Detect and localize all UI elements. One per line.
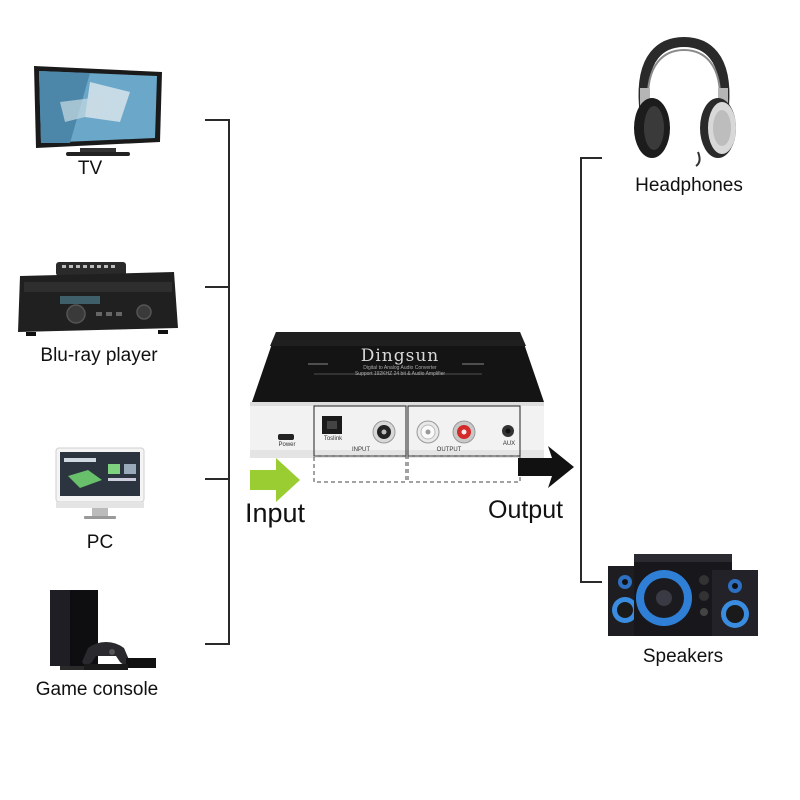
tv-icon	[34, 66, 162, 156]
source-label-console: Game console	[35, 679, 159, 700]
bluray-player-icon	[18, 262, 178, 336]
source-label-tv: TV	[77, 158, 103, 179]
output-bracket-tick-speakers	[580, 581, 602, 583]
output-arrow-icon	[518, 446, 574, 488]
source-bracket-tick-console	[205, 643, 229, 645]
device-port-power-label: Power	[278, 442, 296, 448]
output-label-speakers: Speakers	[642, 646, 724, 667]
source-bracket-tick-bluray	[205, 286, 229, 288]
speakers-icon	[608, 554, 758, 636]
pc-monitor-icon	[55, 447, 145, 519]
output-label-headphones: Headphones	[635, 175, 743, 196]
output-label: Output	[488, 496, 564, 524]
device-port-output-label: OUTPUT	[436, 447, 462, 453]
source-label-bluray: Blu-ray player	[40, 345, 158, 366]
source-bracket-vertical	[228, 119, 230, 645]
source-label-pc: PC	[86, 532, 114, 553]
headphones-icon	[634, 36, 736, 167]
source-bracket-tick-tv	[205, 119, 229, 121]
device-subtitle-1: Digital to Analog Audio Converter	[363, 365, 437, 371]
device-brand: Dingsun	[360, 346, 440, 366]
input-label: Input	[245, 498, 306, 528]
device-subtitle-2: Support 192KHZ 24 bit & Audio Amplifier	[354, 371, 446, 377]
dac-converter-device	[250, 332, 544, 483]
output-bracket-vertical	[580, 157, 582, 583]
source-bracket-tick-pc	[205, 478, 229, 480]
device-port-input-label: INPUT	[352, 447, 370, 453]
game-console-icon	[50, 590, 156, 670]
device-port-toslink-label: Toslink	[323, 436, 343, 442]
output-bracket-tick-headphones	[580, 157, 602, 159]
input-arrow-icon	[250, 458, 300, 502]
device-port-aux-label: AUX	[502, 441, 516, 447]
